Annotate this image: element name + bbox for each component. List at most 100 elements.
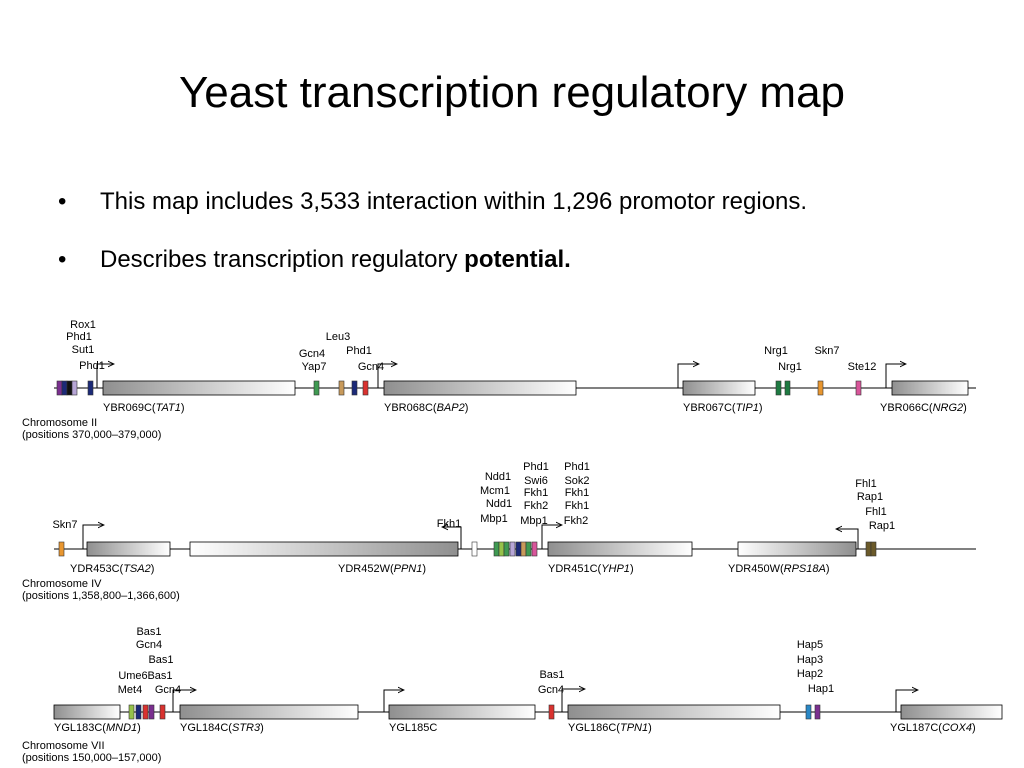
gene-label: YDR453C(TSA2) xyxy=(70,563,154,575)
diagram-layer: YBR069C(TAT1)YBR068C(BAP2)YBR067C(TIP1)Y… xyxy=(22,319,1003,764)
transcription-factor-label: Bas1 xyxy=(539,669,564,681)
transcription-factor-label: Gcn4 xyxy=(155,684,181,696)
transcription-factor-label: Hap2 xyxy=(797,668,823,680)
transcription-factor-label: Ume6 xyxy=(118,670,147,682)
transcription-factor-label: Rap1 xyxy=(869,520,895,532)
bullet-item: • This map includes 3,533 interaction wit… xyxy=(58,188,807,216)
gene-box xyxy=(179,704,359,720)
binding-site-box xyxy=(531,541,538,557)
binding-site-box xyxy=(61,380,68,396)
transcription-start-arrow xyxy=(561,689,585,712)
transcription-factor-label: Skn7 xyxy=(814,345,839,357)
binding-site-box xyxy=(338,380,345,396)
gene-box xyxy=(189,541,459,557)
transcription-factor-label: Fhl1 xyxy=(855,478,876,490)
gene-label: YDR451C(YHP1) xyxy=(548,563,634,575)
binding-site-box xyxy=(814,704,821,720)
binding-site-box xyxy=(498,541,505,557)
transcription-factor-label: Phd1 xyxy=(346,345,372,357)
gene-box xyxy=(547,541,693,557)
bullet-marker: • xyxy=(58,188,67,215)
transcription-factor-label: Fkh1 xyxy=(565,487,589,499)
transcription-start-arrow xyxy=(96,364,114,388)
binding-site-box xyxy=(159,704,166,720)
gene-label: YGL187C(COX4) xyxy=(890,722,976,734)
chromosome-label: (positions 1,358,800–1,366,600) xyxy=(22,590,180,602)
gene-label: YGL183C(MND1) xyxy=(54,722,141,734)
binding-site-box xyxy=(509,541,516,557)
transcription-factor-label: Mbp1 xyxy=(480,513,508,525)
transcription-factor-label: Fkh1 xyxy=(565,500,589,512)
transcription-start-arrow xyxy=(82,525,104,549)
gene-label: YBR067C(TIP1) xyxy=(683,402,762,414)
binding-site-box xyxy=(515,541,522,557)
transcription-factor-label: Leu3 xyxy=(326,331,350,343)
transcription-start-arrow xyxy=(836,529,859,549)
transcription-factor-label: Swi6 xyxy=(524,475,548,487)
gene-label: YGL185C xyxy=(389,722,437,734)
gene-box xyxy=(891,380,969,396)
binding-site-box xyxy=(66,380,73,396)
transcription-factor-label: Nrg1 xyxy=(778,361,802,373)
binding-site-box xyxy=(148,704,155,720)
binding-site-box xyxy=(805,704,812,720)
transcription-factor-label: Rox1 xyxy=(70,319,96,331)
transcription-factor-label: Fkh2 xyxy=(524,500,548,512)
transcription-factor-label: Gcn4 xyxy=(358,361,384,373)
binding-site-box xyxy=(135,704,142,720)
transcription-factor-label: Hap3 xyxy=(797,654,823,666)
transcription-factor-label: Mbp1 xyxy=(520,515,548,527)
bullet-text: This map includes 3,533 interaction with… xyxy=(100,188,808,215)
gene-box xyxy=(86,541,171,557)
bullet-text: Describes transcription regulatory xyxy=(100,246,465,273)
bullet-marker: • xyxy=(58,246,67,273)
transcription-factor-label: Ndd1 xyxy=(485,471,511,483)
binding-site-box xyxy=(520,541,527,557)
bullet-item: • Describes transcription regulatory pote… xyxy=(58,246,571,274)
binding-site-box xyxy=(362,380,369,396)
transcription-start-arrow xyxy=(377,364,397,388)
chromosome-label: Chromosome II xyxy=(22,417,97,429)
transcription-start-arrow xyxy=(172,690,196,712)
gene-label: YDR452W(PPN1) xyxy=(338,563,426,575)
transcription-factor-label: Gcn4 xyxy=(299,348,325,360)
transcription-factor-label: Gcn4 xyxy=(136,639,162,651)
transcription-start-arrow xyxy=(677,364,699,388)
transcription-factor-label: Phd1 xyxy=(66,331,92,343)
transcription-factor-label: Bas1 xyxy=(148,654,173,666)
binding-site-box xyxy=(56,380,63,396)
transcription-factor-label: Fhl1 xyxy=(865,506,886,518)
transcription-start-arrow xyxy=(885,364,906,388)
transcription-factor-label: Ste12 xyxy=(848,361,877,373)
gene-box xyxy=(388,704,536,720)
transcription-factor-label: Fkh1 xyxy=(437,518,461,530)
transcription-factor-label: Rap1 xyxy=(857,491,883,503)
slide-title: Yeast transcription regulatory map xyxy=(178,68,846,117)
binding-site-box xyxy=(493,541,500,557)
gene-label: YGL184C(STR3) xyxy=(180,722,264,734)
transcription-factor-label: Bas1 xyxy=(147,670,172,682)
transcription-factor-label: Fkh2 xyxy=(564,515,588,527)
transcription-factor-label: Nrg1 xyxy=(764,345,788,357)
transcription-factor-label: Phd1 xyxy=(79,360,105,372)
binding-site-box xyxy=(313,380,320,396)
transcription-start-arrow xyxy=(383,690,404,712)
bullet-bold-text: potential. xyxy=(464,246,571,273)
transcription-factor-label: Mcm1 xyxy=(480,485,510,497)
binding-site-box xyxy=(471,541,478,557)
transcription-factor-label: Skn7 xyxy=(52,519,77,531)
transcription-factor-label: Gcn4 xyxy=(538,684,564,696)
binding-site-box xyxy=(87,380,94,396)
chromosome-label: Chromosome IV xyxy=(22,578,102,590)
binding-site-box xyxy=(817,380,824,396)
transcription-start-arrow xyxy=(541,525,562,549)
transcription-factor-label: Fkh1 xyxy=(524,487,548,499)
gene-box xyxy=(53,704,121,720)
binding-site-box xyxy=(58,541,65,557)
binding-site-box xyxy=(870,541,877,557)
gene-label: YGL186C(TPN1) xyxy=(568,722,652,734)
gene-label: YBR068C(BAP2) xyxy=(384,402,468,414)
binding-site-box xyxy=(855,380,862,396)
gene-box xyxy=(737,541,857,557)
gene-box xyxy=(682,380,756,396)
